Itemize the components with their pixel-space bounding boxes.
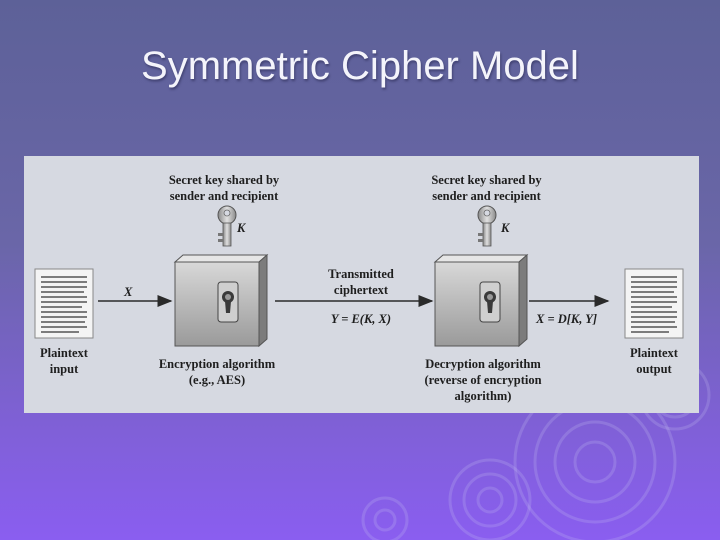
key-icon-right xyxy=(477,205,497,247)
decryption-algorithm-label: Decryption algorithm(reverse of encrypti… xyxy=(424,357,542,403)
input-variable-label: X xyxy=(124,285,133,299)
plaintext-output-document-icon xyxy=(624,268,684,339)
key-icon-left xyxy=(217,205,237,247)
ciphertext-formula: Y = E(K, X) xyxy=(330,312,392,326)
encryption-box-icon xyxy=(173,253,269,348)
decryption-box-icon xyxy=(433,253,529,348)
key-left-symbol: K xyxy=(237,221,246,235)
encryption-algorithm-label: Encryption algorithm(e.g., AES) xyxy=(158,357,276,387)
plaintext-input-document-icon xyxy=(34,268,94,339)
diagram-graphics xyxy=(34,205,684,348)
slide-title: Symmetric Cipher Model xyxy=(141,44,579,88)
key-right-symbol: K xyxy=(501,221,510,235)
output-formula: X = D[K, Y] xyxy=(536,312,598,326)
